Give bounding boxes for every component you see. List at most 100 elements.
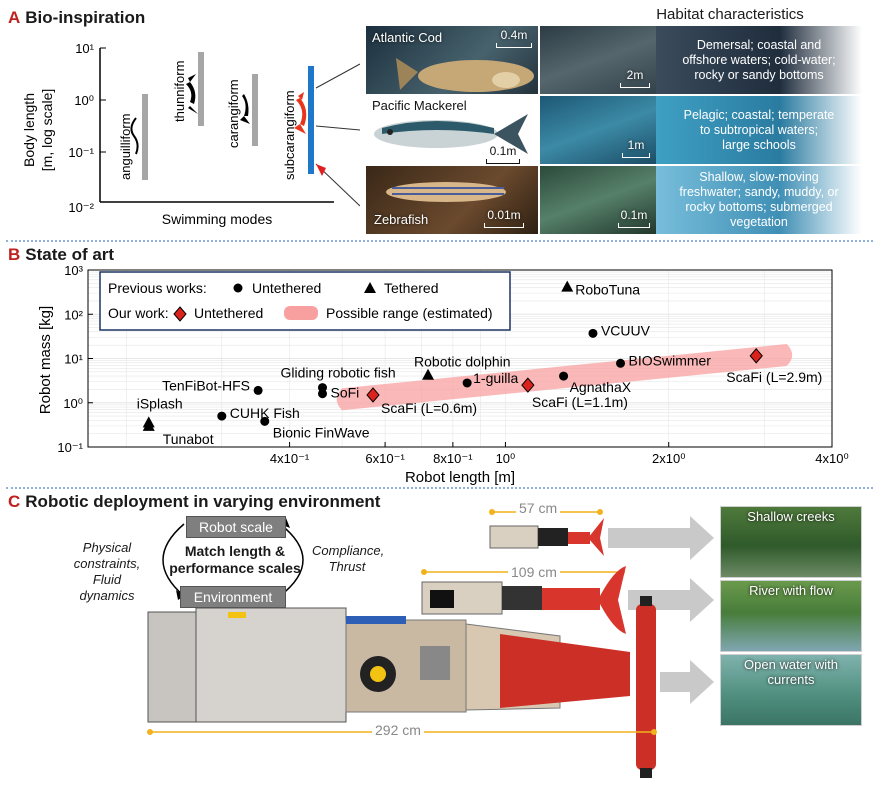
zebrafish-habitat-scale-bar: 0.1m [618,208,650,228]
habitat-line: freshwater; sandy, muddy, or [679,185,839,199]
habitat-line: Pelagic; coastal; temperate [683,107,835,122]
mode-anguilliform: anguilliform [118,114,133,180]
cycle-left-line: Fluid dynamics [79,572,135,603]
legend-box [99,271,511,331]
mode-carangiform: carangiform [226,79,241,148]
data-point-label: SoFi [330,385,359,401]
mackerel-illustration [374,114,528,154]
x-tick-label: 4x10⁻¹ [270,451,310,466]
panel-a-title-text: Bio-inspiration [25,8,146,27]
mackerel-habitat-photo: 1m [540,96,656,164]
length-endpoint [651,729,657,735]
cycle-left-line: Physical [82,540,132,555]
data-point-circle [559,371,569,381]
arrow-to-river [628,578,714,622]
eel-icon [130,117,139,155]
data-point-circle [260,416,270,426]
arrow-to-creeks [608,516,714,560]
data-point-label: iSplash [137,395,183,411]
habitat-line: offshore waters; cold-water; [682,52,836,67]
x-tick-label: 10⁰ [496,451,516,466]
data-point-triangle [561,280,574,292]
arrow-to-cod [315,63,360,89]
data-point-label: ScaFi (L=0.6m) [381,400,477,416]
zebrafish-habitat-scale-label: 0.1m [620,208,648,222]
legend-ours-label: Our work: [108,305,169,321]
anguilliform-range-bar [142,94,148,180]
length-label-109cm: 109 cm [508,564,560,580]
y-axis-label: Robot mass [kg] [37,306,54,414]
length-endpoint [147,729,153,735]
data-point-label: BIOSwimmer [629,352,712,368]
data-point-label: Tunabot [163,431,214,447]
x-tick-label: 8x10⁻¹ [433,451,473,466]
x-axis-label: Swimming modes [162,211,272,227]
data-point-circle [217,411,227,421]
environment-box: Environment [180,586,286,608]
mackerel-habitat-scale-bar: 1m [622,138,650,158]
cod-scale-bar: 0.4m [496,28,532,48]
data-point-label: TenFiBot-HFS [162,377,250,393]
divider-bc [6,487,873,489]
data-point-label: Robotic dolphin [414,354,511,370]
x-tick-label: 6x10⁻¹ [365,451,405,466]
habitat-line: large schools [722,137,796,152]
marker-layer [142,280,763,431]
robot-small [489,518,604,556]
red-fish-icon [294,92,307,134]
cod-illustration [396,58,534,92]
x-tick-label: 4x10⁰ [815,451,848,466]
env-label-creeks: Shallow creeks [747,509,835,524]
y-tick-label: 10¹ [64,352,83,367]
cod-habitat-scale-label: 2m [626,68,644,82]
data-point-label: ScaFi (L=1.1m) [532,394,628,410]
y-tick-label: 10⁻¹ [68,145,94,160]
arrow-to-open-water [660,660,714,704]
data-point-label: ScaFi (L=2.9m) [726,369,822,385]
legend-previous-label: Previous works: [108,280,207,296]
y-axis-label-1: Body length [21,93,37,167]
robot-scale-box: Robot scale [186,516,286,538]
mackerel-scale-bar: 0.1m [486,144,520,164]
cycle-left-line: constraints, [73,556,141,571]
cycle-right-text: Compliance,Thrust [312,543,385,575]
legend-range-swatch [284,306,318,320]
divider-ab [6,240,873,242]
data-point-circle [462,378,472,388]
chart-legend: Previous works: Untethered Tethered Our … [99,271,511,331]
env-label-open-water: Open water with currents [744,657,838,687]
mode-subcarangiform: subcarangiform [282,90,297,180]
cycle-center-line: performance scales [169,560,301,576]
data-point-circle [253,385,263,395]
y-tick-label: 10³ [64,263,83,278]
mode-thunniform: thunniform [172,61,187,122]
thunniform-range-bar [198,52,204,126]
legend-triangle-marker [364,282,376,293]
data-point-label: AgnathaX [570,379,632,395]
arrow-head [316,164,326,176]
length-endpoint [421,569,427,575]
tuna-icon [186,74,198,114]
cycle-center-line: Match length & [184,543,286,559]
mackerel-habitat-scale-label: 1m [627,138,645,152]
legend-circle-marker [233,283,243,293]
cycle-right-line: Compliance, [312,543,385,558]
data-point-label: Bionic FinWave [273,424,370,440]
cod-scale-label: 0.4m [500,28,528,42]
habitat-line: Demersal; coastal and [696,37,822,52]
habitat-line: rocky or sandy bottoms [694,67,824,82]
data-point-label: CUHK Fish [230,405,300,421]
robot-medium [421,566,626,634]
robot-large [147,596,656,778]
zebrafish-illustration [386,182,506,202]
carangiform-fish-icon [240,94,250,124]
data-point-triangle [142,419,155,431]
length-endpoint [597,509,603,515]
fish-name-mackerel: Pacific Mackerel [372,98,467,113]
